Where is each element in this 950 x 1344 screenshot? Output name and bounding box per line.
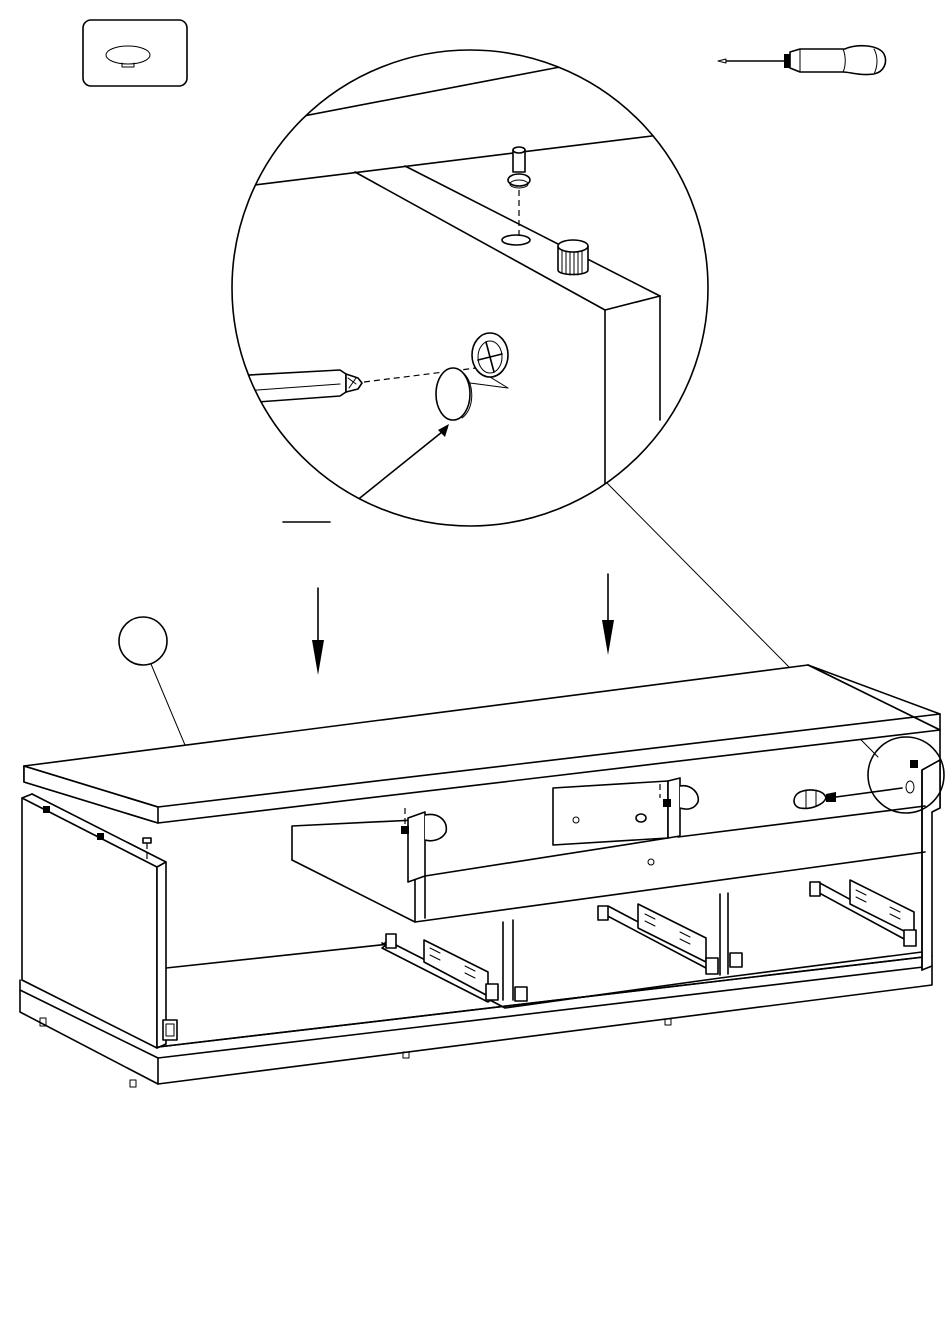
phillips-screwdriver-icon <box>718 46 886 75</box>
right-side-panel <box>922 760 940 970</box>
drawer-runner-right <box>810 880 916 946</box>
drop-arrow-left <box>312 588 324 675</box>
drawer-runner-left <box>382 934 527 1002</box>
cover-cap-hardware-box <box>83 20 187 86</box>
cam-lock-fitting-icon <box>470 333 508 388</box>
cover-cap-icon <box>106 46 150 67</box>
left-side-panel <box>22 794 390 1048</box>
wooden-dowel-icon <box>558 240 588 275</box>
drop-arrow-right <box>602 574 614 655</box>
hinge-bracket-icon <box>163 1020 177 1040</box>
detail-panel-joint <box>230 67 660 530</box>
magnified-detail-circle <box>230 50 708 530</box>
cam-bolt-icon <box>502 147 530 245</box>
phillips-screwdriver-icon <box>794 788 902 808</box>
cover-cap-icon <box>436 368 472 420</box>
tv-cabinet <box>20 665 944 1087</box>
